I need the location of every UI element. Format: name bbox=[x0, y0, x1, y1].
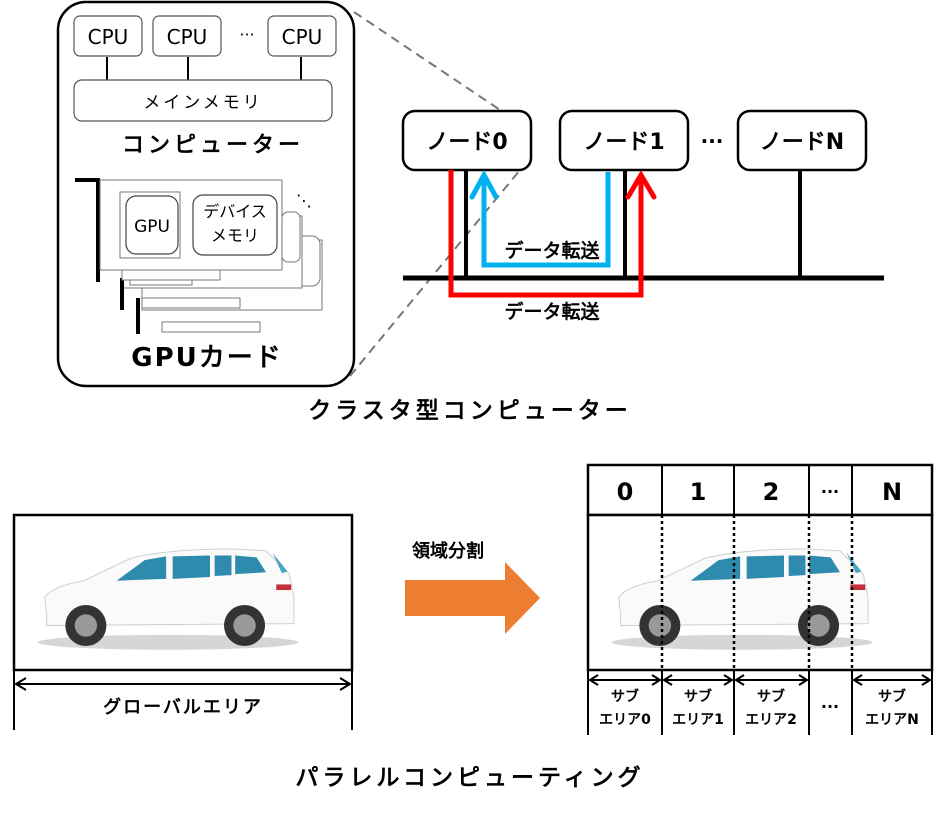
main-memory-box bbox=[73, 79, 333, 122]
column-dividers bbox=[587, 465, 933, 735]
arrowhead-blue-icon bbox=[469, 169, 499, 200]
sub-area-label-line2: エリア1 bbox=[672, 712, 724, 728]
node-ellipsis: ··· bbox=[701, 129, 724, 153]
device-memory-label-line1: デバイス bbox=[203, 202, 267, 221]
node-box-0 bbox=[401, 109, 533, 172]
cpu-box bbox=[73, 15, 143, 57]
gpu-box bbox=[125, 195, 179, 255]
transfer-label-red: データ転送 bbox=[504, 300, 600, 323]
gpu-card-stack bbox=[75, 178, 323, 334]
sub-area-label-line1: サブ bbox=[878, 688, 906, 705]
zoom-guide-line-top bbox=[353, 11, 531, 131]
sub-area-label-line1: サブ bbox=[611, 688, 639, 705]
column-header-row bbox=[586, 463, 934, 517]
dimension-arrow-right-icon bbox=[339, 677, 352, 691]
node-label: ノード1 bbox=[583, 130, 664, 155]
node-box-n bbox=[736, 109, 868, 172]
sub-area-label-line1: サブ bbox=[684, 688, 712, 705]
sub-area-label-line2: エリアN bbox=[865, 712, 919, 728]
column-label: 2 bbox=[763, 478, 780, 506]
sub-area-dimension-arrows bbox=[588, 674, 932, 686]
column-label: 1 bbox=[690, 478, 707, 506]
dimension-arrow-left-icon bbox=[14, 677, 27, 691]
sub-area-label-line2: エリア2 bbox=[745, 712, 797, 728]
column-label: N bbox=[882, 478, 902, 506]
gpu-card-ellipsis: ⋱ bbox=[296, 191, 312, 210]
split-arrow-icon bbox=[405, 562, 540, 634]
node-label: ノードN bbox=[760, 130, 844, 155]
cpu-ellipsis: ··· bbox=[239, 25, 254, 44]
arrowhead-red-icon bbox=[625, 170, 657, 200]
gpu-card-label: GPUカード bbox=[131, 343, 283, 373]
cpu-label: CPU bbox=[88, 25, 129, 49]
cpu-box bbox=[152, 15, 222, 57]
device-memory-label-line2: メモリ bbox=[211, 226, 259, 245]
global-area-label: グローバルエリア bbox=[103, 696, 263, 718]
column-label: 0 bbox=[617, 478, 634, 506]
node-box-1 bbox=[558, 109, 690, 172]
sub-area-label-line2: エリア0 bbox=[599, 712, 651, 728]
transfer-arrow-blue bbox=[481, 172, 611, 268]
zoom-guide-line-bottom bbox=[349, 169, 521, 377]
main-memory-label: メインメモリ bbox=[143, 93, 263, 113]
sub-area-label-line1: サブ bbox=[757, 688, 785, 705]
transfer-label-blue: データ転送 bbox=[504, 239, 600, 262]
column-label: ··· bbox=[821, 482, 839, 501]
cpu-box bbox=[267, 15, 337, 57]
transfer-arrow-red bbox=[448, 170, 644, 298]
parallel-title: パラレルコンピューティング bbox=[295, 764, 644, 791]
split-label: 領域分割 bbox=[412, 540, 484, 562]
cpu-label: CPU bbox=[167, 25, 208, 49]
cpu-label: CPU bbox=[282, 25, 323, 49]
gpu-label: GPU bbox=[134, 217, 170, 237]
sub-area-label-line2: ··· bbox=[821, 697, 839, 716]
computer-label: コンピューター bbox=[122, 133, 304, 158]
device-memory-box bbox=[192, 194, 278, 256]
cluster-title: クラスタ型コンピューター bbox=[308, 398, 632, 424]
node-label: ノード0 bbox=[426, 130, 507, 155]
